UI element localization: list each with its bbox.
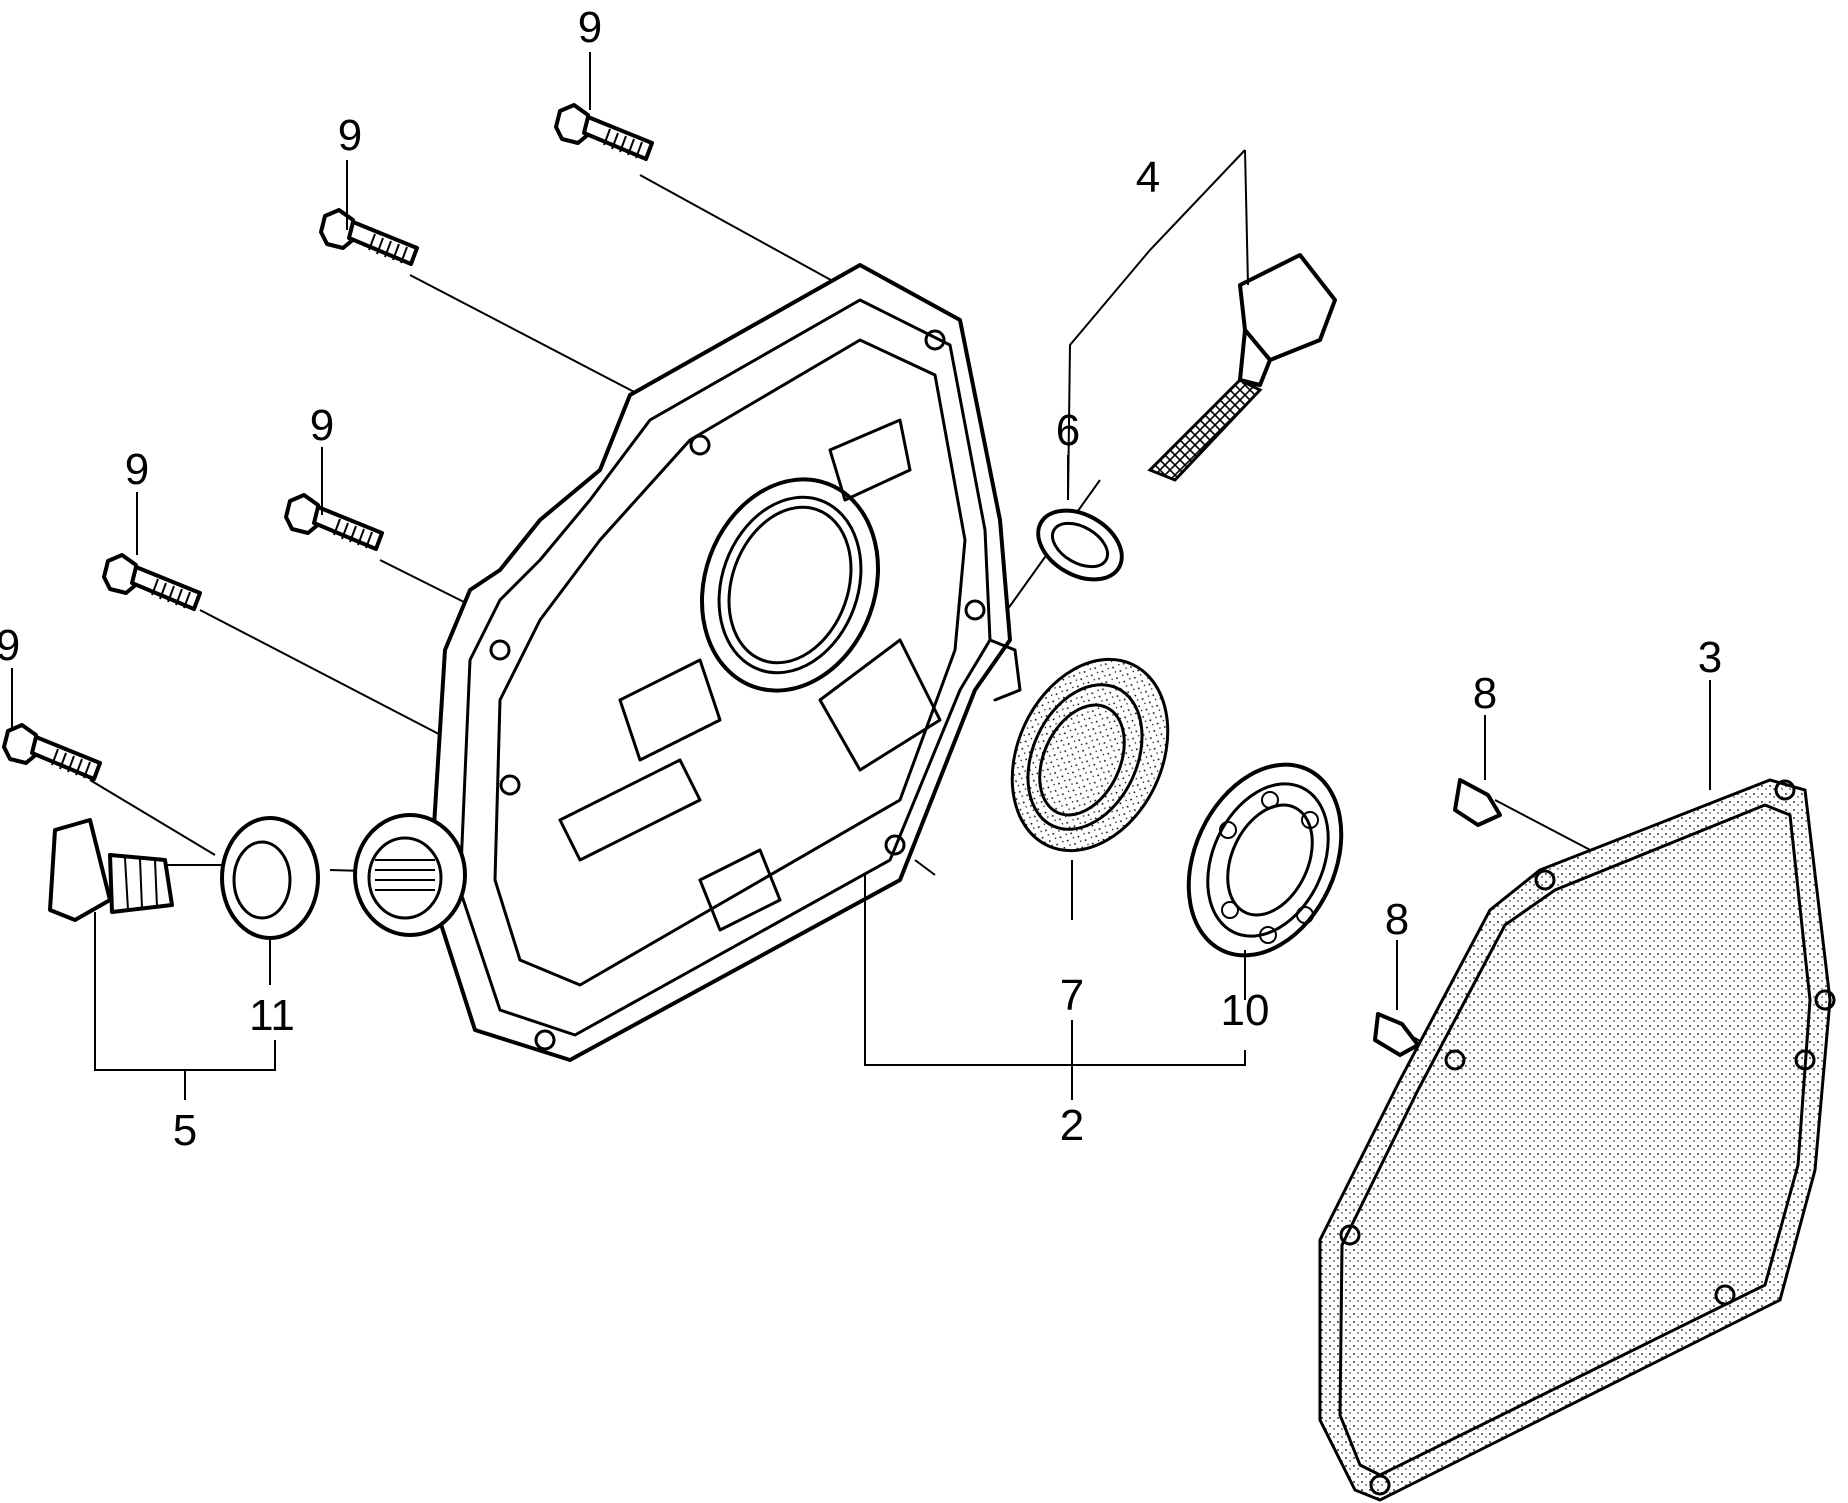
dowel-pin-upper (1453, 778, 1502, 827)
callout-4: 4 (1136, 153, 1160, 202)
callout-2: 2 (1060, 1101, 1084, 1150)
callout-10: 10 (1221, 986, 1270, 1035)
callout-9-middle: 9 (310, 401, 334, 450)
callout-7: 7 (1060, 971, 1084, 1020)
oil-seal (1010, 657, 1170, 853)
callout-3: 3 (1698, 633, 1722, 682)
o-ring (1036, 508, 1124, 582)
ball-bearing (1186, 762, 1344, 958)
callout-9-left: 9 (125, 445, 149, 494)
bolt-9-left (102, 553, 202, 611)
oil-plug (48, 818, 174, 922)
callout-9-far-left: 9 (0, 621, 20, 670)
bolt-9-upper-left (319, 208, 419, 266)
callout-9-upper-left: 9 (338, 111, 362, 160)
dipstick (1147, 253, 1337, 482)
callout-8-lower: 8 (1385, 895, 1409, 944)
bolt-9-middle (284, 493, 384, 551)
callout-6: 6 (1056, 406, 1080, 455)
callout-5: 5 (173, 1106, 197, 1155)
bolt-9-far-left (2, 723, 102, 781)
sealing-washer (220, 816, 320, 940)
dowel-pin-lower (1373, 1012, 1420, 1057)
callout-8-upper: 8 (1473, 669, 1497, 718)
callout-labels: 9 9 9 9 9 4 6 3 8 8 7 10 2 11 5 9 (0, 3, 1722, 1155)
crankcase-cover (353, 263, 1022, 1062)
callout-9-top: 9 (578, 3, 602, 52)
callout-11: 11 (249, 991, 295, 1040)
gasket (1318, 778, 1836, 1502)
callout-leaders (11, 52, 1711, 1100)
bolt-9-top (554, 103, 654, 161)
